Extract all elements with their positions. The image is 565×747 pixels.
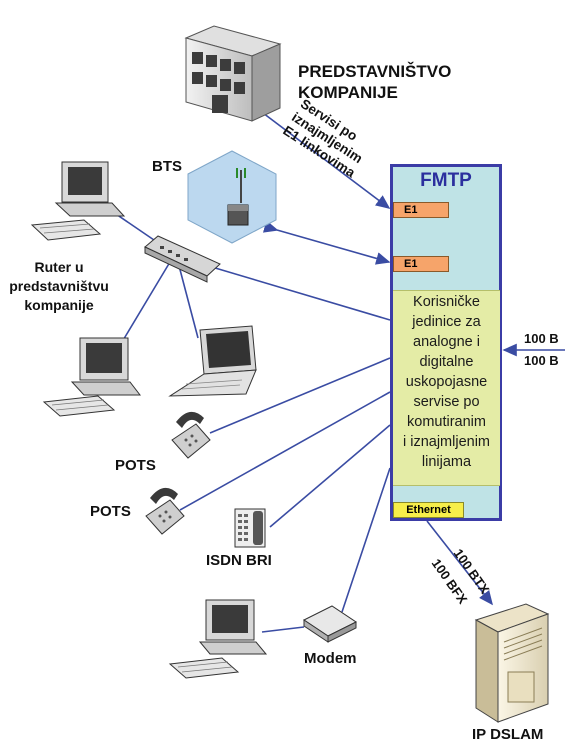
router-label-line: Ruter u [34, 259, 84, 275]
units-line: komutiranim [407, 414, 486, 430]
dslam-link [426, 520, 493, 606]
router-laptop-link [177, 261, 199, 339]
phone-icon-2 [145, 487, 185, 535]
units-line: jedinice za [412, 314, 481, 330]
dslam-label: IP DSLAM [472, 726, 544, 743]
isdn-label: ISDN BRI [206, 552, 272, 569]
router-label-line: kompanije [24, 297, 94, 313]
pots2-link [179, 391, 391, 511]
units-line: servise po [413, 394, 480, 410]
ethernet-port: Ethernet [393, 502, 464, 518]
router-label: Ruter u predstavništvu kompanije [0, 258, 118, 315]
units-line: digitalne [419, 354, 474, 370]
modem-link [341, 467, 391, 613]
pots1-link [209, 357, 391, 434]
office-label-line: PREDSTAVNIŠTVO [298, 62, 452, 81]
right-link-label-1: 100 B [524, 331, 559, 346]
pots-label-1: POTS [115, 457, 156, 474]
dslam-server-icon [474, 603, 550, 723]
units-line: analogne i [413, 334, 480, 350]
office-label-line: KOMPANIJE [298, 83, 398, 102]
e1-port-top: E1 [393, 202, 449, 218]
desktop-computer-icon-2 [42, 337, 142, 417]
modem-icon [303, 605, 357, 643]
pots-label-2: POTS [90, 503, 131, 520]
units-line: i iznajmljenim [402, 434, 491, 450]
desktop-computer-icon-3 [168, 599, 268, 679]
units-line: linijama [421, 454, 472, 470]
e1-port-bottom: E1 [393, 256, 449, 272]
router-link [194, 261, 391, 321]
user-units-block: Korisničke jedinice za analogne i digita… [393, 290, 500, 486]
bts-label: BTS [152, 158, 182, 175]
office-building-icon [184, 25, 282, 122]
desktop-computer-icon [30, 161, 126, 241]
isdn-phone-icon [234, 508, 266, 548]
phone-icon [171, 411, 211, 459]
fmtp-title: FMTP [420, 170, 472, 191]
router-icon [144, 235, 221, 283]
bts-e1-link [262, 220, 391, 265]
office-e1-link [248, 100, 391, 209]
connection-lines [109, 100, 565, 633]
router-pc-link [121, 261, 171, 343]
units-line: Korisničke [413, 294, 480, 310]
right-link-label-2: 100 B [524, 353, 559, 368]
modem-label: Modem [304, 650, 357, 667]
isdn-link [269, 424, 391, 528]
laptop-icon [168, 325, 257, 397]
modem-pc-link [261, 626, 305, 633]
office-label: PREDSTAVNIŠTVO KOMPANIJE [298, 61, 451, 103]
router-label-line: predstavništvu [9, 278, 109, 294]
bts-icon [187, 150, 277, 244]
units-line: uskopojasne [405, 374, 488, 390]
